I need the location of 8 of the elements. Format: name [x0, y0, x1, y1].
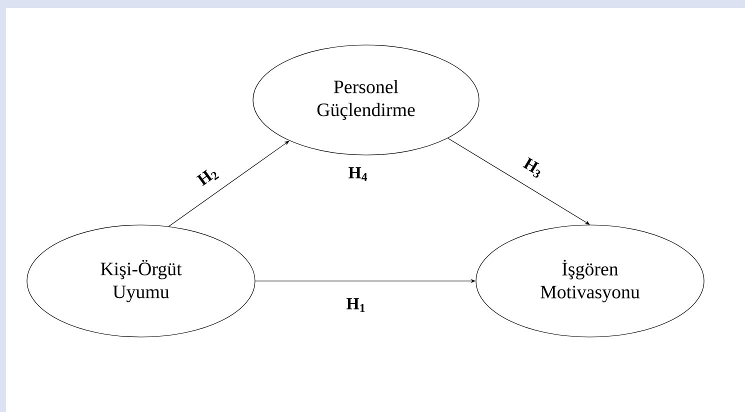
- ellipse-node: Personel Güçlendirme: [252, 44, 480, 156]
- ellipse-node: İşgören Motivasyonu: [476, 224, 704, 338]
- edge-label: H$_{2}$: [196, 170, 220, 186]
- arrow: [448, 138, 590, 225]
- arrow: [168, 140, 290, 227]
- edge-label: H$_{1}$: [346, 298, 365, 312]
- ellipse-node: Kişi-Örgüt Uyumu: [26, 224, 256, 338]
- edge-label: H$_{3}$: [522, 157, 540, 178]
